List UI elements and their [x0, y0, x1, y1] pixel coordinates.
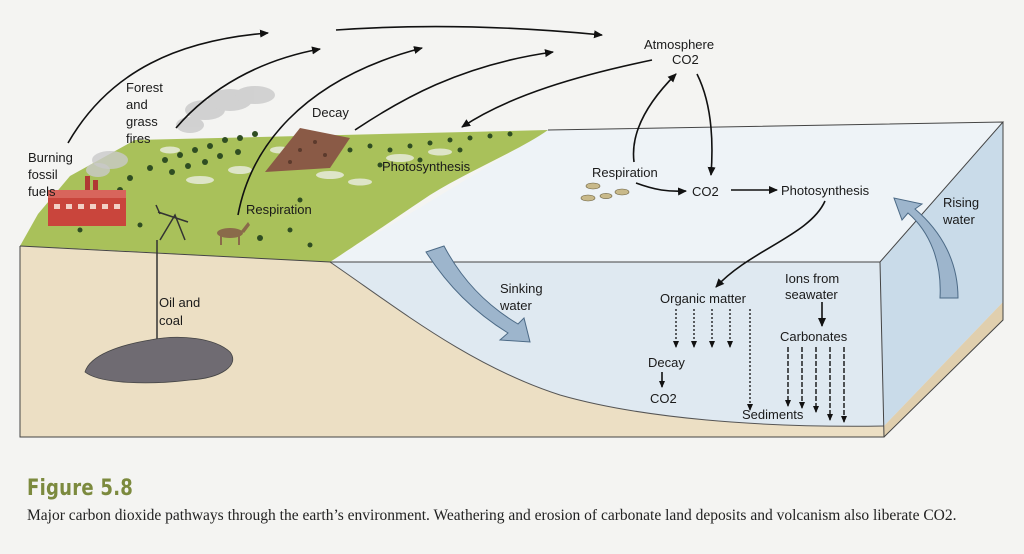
- organic-matter-settling-arrows: [673, 309, 753, 411]
- label-co2-ocean: CO2: [692, 184, 719, 199]
- decay-patch: [265, 128, 350, 172]
- arrow-decay-emission: [354, 49, 554, 131]
- fire-smoke: [176, 86, 275, 133]
- arrow-respiration-to-co2: [635, 182, 687, 196]
- deer-illustration: [217, 222, 250, 245]
- label-sinking-water: Sinking water: [499, 281, 546, 313]
- forest-trees: [77, 131, 513, 248]
- label-carbonates: Carbonates: [780, 329, 848, 344]
- sinking-water-arrow: [425, 245, 531, 343]
- factory-illustration: [48, 151, 128, 226]
- label-decay-land: Decay: [312, 105, 349, 120]
- arrow-ocean-respiration-up: [632, 73, 677, 163]
- soil-side-face: [884, 302, 1003, 437]
- carbonate-settling-arrows: [785, 347, 847, 423]
- oil-coal-deposit: [84, 336, 234, 384]
- label-forest-fires: Forest and grass fires: [126, 80, 166, 146]
- arrow-atmosphere-to-ocean: [696, 73, 716, 176]
- label-respiration-ocean: Respiration: [592, 165, 658, 180]
- figure-title: Figure 5.8: [27, 476, 134, 501]
- arrow-fossil-fuel-emission: [67, 29, 269, 144]
- label-atmosphere: Atmosphere: [644, 37, 714, 52]
- fish-illustration: [580, 182, 630, 202]
- land-surface: [20, 130, 548, 262]
- label-oil-and-coal: Oil and coal: [159, 295, 204, 328]
- arrow-land-photosynthesis: [461, 59, 653, 128]
- label-photosynthesis-land: Photosynthesis: [382, 159, 471, 174]
- label-sediments: Sediments: [742, 407, 804, 422]
- label-burning-fossil-fuels: Burning fossil fuels: [28, 150, 76, 199]
- rising-water-arrow: [893, 197, 959, 299]
- label-ions-from-seawater: Ions from seawater: [785, 271, 843, 302]
- label-respiration-land: Respiration: [246, 202, 312, 217]
- label-organic-matter: Organic matter: [660, 291, 747, 306]
- label-photosynthesis-ocean: Photosynthesis: [781, 183, 870, 198]
- label-rising-water: Rising water: [942, 195, 983, 227]
- figure-caption: Major carbon dioxide pathways through th…: [27, 507, 957, 524]
- carbon-cycle-diagram: Atmosphere CO2 Forest and grass fires Bu…: [19, 25, 1005, 438]
- arrow-top-flux: [335, 25, 603, 39]
- arrow-fire-emission: [175, 46, 321, 129]
- arrow-photosynthesis-to-organic: [715, 200, 826, 288]
- label-co2-bottom: CO2: [650, 391, 677, 406]
- atmosphere-flux-arrows: [67, 25, 826, 388]
- label-decay-ocean: Decay: [648, 355, 685, 370]
- ocean-top-surface: [330, 122, 1003, 262]
- oil-pump: [155, 204, 189, 345]
- sea-floor-line: [329, 261, 885, 427]
- arrow-respiration-emission: [237, 46, 423, 216]
- label-co2-atmosphere: CO2: [672, 52, 699, 67]
